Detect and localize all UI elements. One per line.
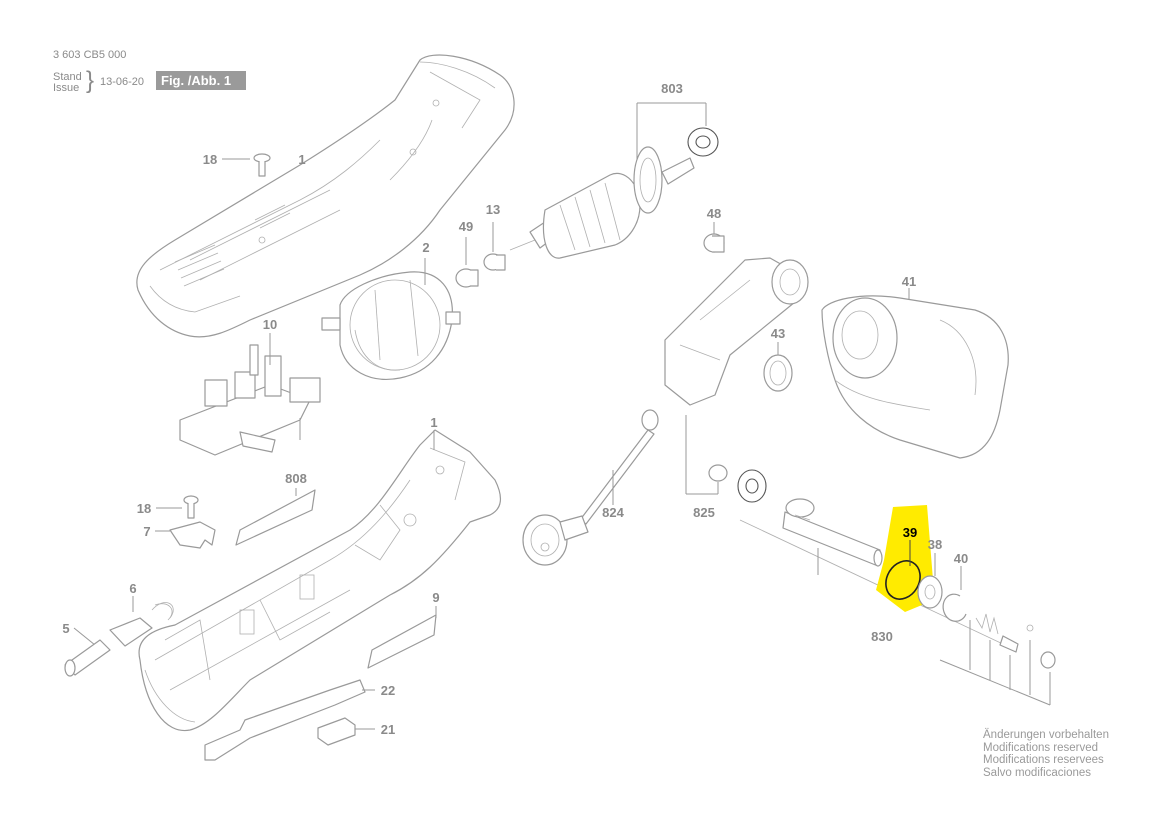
bushing-part-48 [703, 222, 725, 253]
cable-part-6 [109, 596, 174, 647]
upper-housing-part [136, 54, 515, 338]
stator-part [321, 258, 461, 380]
label-830: 830 [871, 629, 893, 644]
note-line-en: Modifications reserved [983, 741, 1099, 754]
issue-label: Issue [53, 82, 80, 94]
armature-part [509, 102, 719, 259]
label-2: 2 [422, 240, 429, 255]
label-9: 9 [432, 590, 439, 605]
spring-part [975, 613, 999, 635]
label-808: 808 [285, 471, 307, 486]
part-number: 3 603 CB5 000 [53, 49, 127, 61]
label-38: 38 [928, 537, 942, 552]
pin-part [999, 624, 1034, 653]
spindle-part-830 [739, 498, 1006, 646]
label-40: 40 [954, 551, 968, 566]
label-7: 7 [143, 524, 150, 539]
shaft-part-824 [522, 409, 659, 566]
o-ring-part-39 [885, 540, 921, 600]
retaining-ring-part-40 [942, 566, 967, 622]
slider-part-22 [204, 679, 375, 761]
figure-label: Fig. /Abb. 1 [156, 71, 246, 90]
plug-part-5 [64, 627, 111, 677]
washer-part-38 [917, 553, 943, 609]
label-48: 48 [707, 206, 721, 221]
label-824: 824 [602, 505, 624, 520]
brace: } [86, 67, 95, 94]
label-10: 10 [263, 317, 277, 332]
screw-part-18-lower [156, 495, 199, 519]
label-5: 5 [62, 621, 69, 636]
label-6: 6 [129, 581, 136, 596]
label-13: 13 [486, 202, 500, 217]
label-39: 39 [903, 525, 917, 540]
label-803: 803 [661, 81, 683, 96]
label-strip-part-9 [367, 606, 437, 669]
small-washer-part [1040, 651, 1056, 669]
label-21: 21 [381, 722, 395, 737]
clip-part-7 [155, 521, 216, 549]
bearing-part-49 [455, 237, 479, 288]
modifications-note: Änderungen vorbehalten Modifications res… [983, 729, 1109, 779]
label-22: 22 [381, 683, 395, 698]
note-line-fr: Modifications reservees [983, 754, 1104, 766]
label-43: 43 [771, 326, 785, 341]
label-1-bottom: 1 [430, 415, 437, 430]
screw-part-18-top [222, 153, 271, 177]
bushing-part-13 [483, 222, 506, 271]
note-line-es: Salvo modificaciones [983, 766, 1092, 779]
stand-label: Stand [53, 71, 82, 83]
button-part-21 [317, 717, 375, 746]
lower-housing-part [138, 429, 502, 732]
label-18-lower: 18 [137, 501, 151, 516]
switch-part [179, 333, 321, 456]
bracket-part-825 [664, 257, 809, 503]
label-18-top: 18 [203, 152, 217, 167]
label-49: 49 [459, 219, 473, 234]
note-line-de: Änderungen vorbehalten [983, 729, 1109, 741]
ring-part-43 [763, 342, 793, 392]
issue-date: 13-06-20 [100, 76, 145, 88]
label-825: 825 [693, 505, 715, 520]
assembly-bracket-830 [939, 620, 1051, 706]
label-strip-part-808 [235, 488, 316, 546]
label-41: 41 [902, 274, 916, 289]
gear-housing-part [821, 288, 1009, 459]
label-1-top: 1 [298, 152, 305, 167]
